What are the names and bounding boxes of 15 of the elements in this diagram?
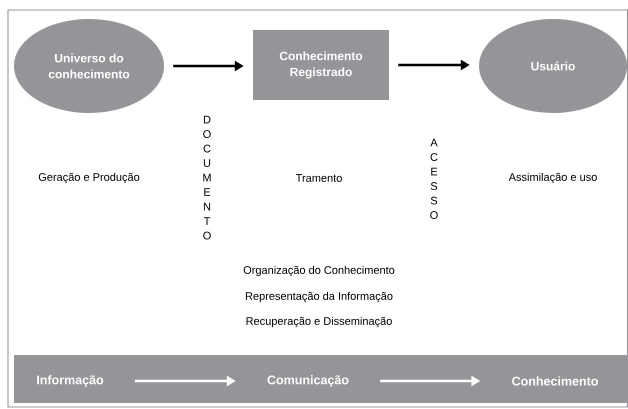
caption-text: Recuperação e Disseminação — [246, 316, 392, 328]
caption-text: Organização do Conhecimento — [244, 266, 394, 276]
caption-text: Representação da Informação — [246, 292, 392, 302]
caption-text: Tramento — [296, 174, 342, 182]
band-label: Conhecimento — [512, 376, 598, 386]
caption-text: Assimilação e uso — [508, 172, 597, 184]
ellipse-node: Universo do conhecimento — [14, 19, 164, 113]
band-label: Comunicação — [268, 375, 348, 387]
band-label: Informação — [37, 375, 104, 387]
caption-text: Geração e Produção — [38, 172, 140, 184]
ellipse-node: Usuário — [479, 19, 627, 113]
vertical-label: ACESSO — [430, 138, 438, 219]
process-box: Conhecimento Registrado — [253, 30, 389, 100]
vertical-label: DOCUMENTO — [203, 116, 211, 240]
band — [14, 355, 628, 403]
